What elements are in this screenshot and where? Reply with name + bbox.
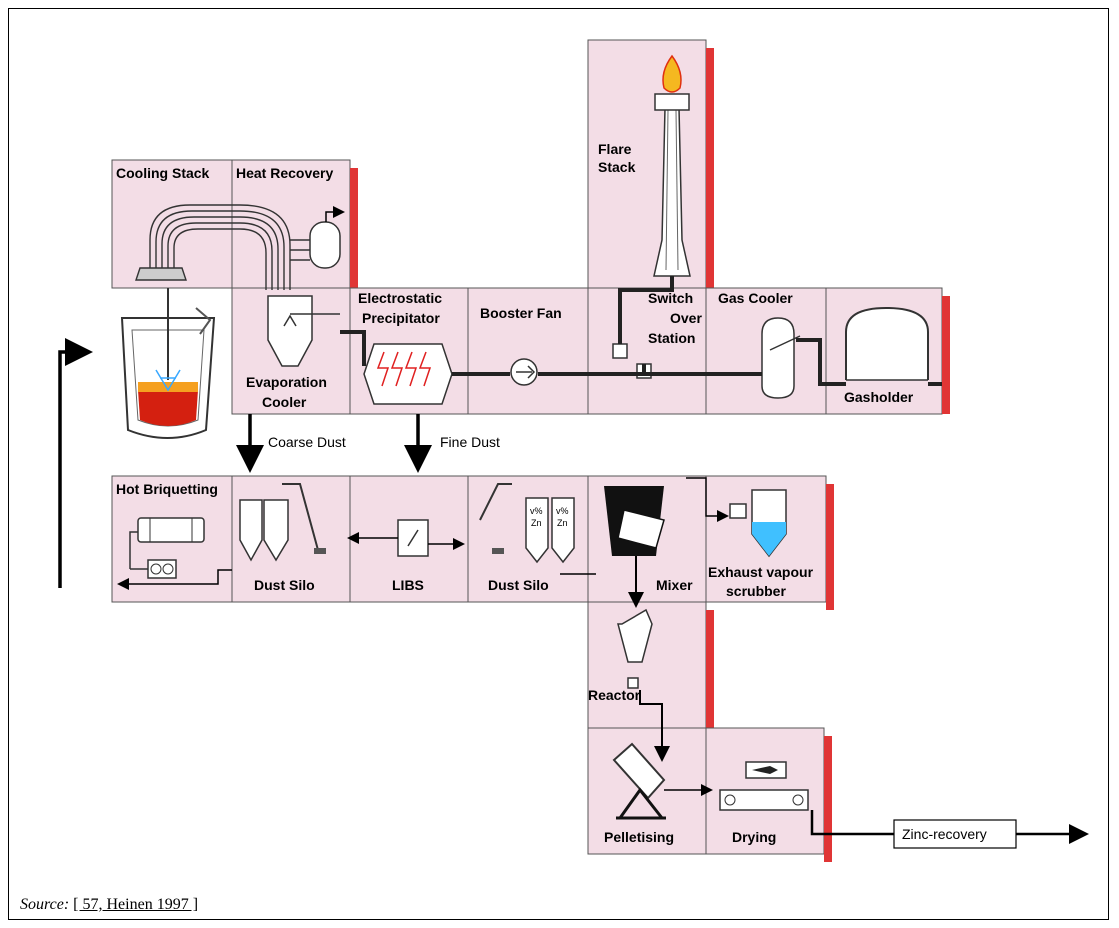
gas-cooler-label: Gas Cooler	[718, 290, 793, 306]
libs-analyzer-icon	[397, 519, 429, 557]
heat-recovery-label: Heat Recovery	[236, 165, 333, 181]
reactor-icon	[617, 608, 653, 689]
flare-label: Flare	[598, 141, 632, 157]
zinc-recovery-box: Zinc-recovery	[893, 819, 1017, 849]
main-gas-pipe	[340, 276, 942, 386]
reactor-label: Reactor	[588, 687, 641, 703]
source-caption: Source: [ 57, Heinen 1997 ]	[20, 896, 198, 914]
figure-frame	[8, 8, 1109, 920]
cooler-label: Cooler	[262, 394, 307, 410]
stack-label: Stack	[598, 159, 636, 175]
briquetting-feed-arrow	[117, 569, 232, 590]
libs-label: LIBS	[392, 577, 424, 593]
booster-fan-panel: Booster Fan	[467, 287, 589, 415]
flare-stack-panel: Flare Stack	[587, 39, 714, 289]
precipitator-label: Precipitator	[362, 310, 440, 326]
silo-zn-label-2: Zn	[557, 518, 568, 528]
return-to-furnace-arrow	[58, 338, 93, 588]
hot-briquetting-label: Hot Briquetting	[116, 481, 218, 497]
zinc-recovery-label: Zinc-recovery	[902, 826, 987, 842]
electrostatic-precipitator-icon	[363, 343, 453, 405]
dust-silo-2-icon: v% Zn v% Zn	[479, 483, 575, 564]
booster-fan-icon	[510, 358, 538, 386]
drying-conveyor-icon	[719, 761, 809, 811]
station-label: Station	[648, 330, 695, 346]
gasholder-icon	[845, 306, 929, 381]
source-reference-link[interactable]: [ 57, Heinen 1997 ]	[73, 896, 199, 913]
exhaust-scrubber-icon	[729, 489, 787, 558]
cooling-coil-icon	[135, 204, 310, 290]
fine-dust-label: Fine Dust	[440, 434, 500, 450]
reactor-to-pelletising-arrow	[639, 690, 670, 762]
mixer-label: Mixer	[656, 577, 693, 593]
source-label: Source:	[20, 896, 70, 913]
exhaust-vapour-label: Exhaust vapour	[708, 564, 814, 580]
furnace-ladle-icon	[120, 288, 216, 439]
mixer-to-scrubber-arrow	[686, 477, 729, 522]
briquetting-press-icon	[129, 517, 205, 579]
switch-label: Switch	[648, 290, 693, 306]
flare-stack-tower-icon	[653, 54, 691, 277]
gasholder-label: Gasholder	[844, 389, 914, 405]
gas-cooler-icon	[761, 317, 801, 399]
mixer-icon	[604, 486, 665, 556]
dust-silo-1-label: Dust Silo	[254, 577, 315, 593]
coarse-dust-label: Coarse Dust	[268, 434, 346, 450]
heat-recovery-drum-icon	[309, 206, 345, 269]
over-label: Over	[670, 310, 702, 326]
booster-fan-label: Booster Fan	[480, 305, 562, 321]
drying-label: Drying	[732, 829, 776, 845]
electrostatic-label: Electrostatic	[358, 290, 442, 306]
dust-silo-1-icon	[239, 483, 326, 562]
switch-over-panel: Switch Over Station	[587, 287, 707, 415]
pelletising-disc-icon	[612, 742, 666, 820]
pelletising-label: Pelletising	[604, 829, 674, 845]
silo-percent-label: v%	[530, 506, 543, 516]
silo-percent-label-2: v%	[556, 506, 569, 516]
cooling-stack-label: Cooling Stack	[116, 165, 210, 181]
drying-output-line	[810, 810, 894, 836]
scrubber-label: scrubber	[726, 583, 786, 599]
silo-zn-label: Zn	[531, 518, 542, 528]
flow-arrows	[58, 338, 1089, 844]
dust-silo-2-label: Dust Silo	[488, 577, 549, 593]
cooling-stack-panel: Cooling Stack	[111, 159, 233, 289]
evaporation-cooler-icon	[267, 295, 340, 367]
evaporation-label: Evaporation	[246, 374, 327, 390]
